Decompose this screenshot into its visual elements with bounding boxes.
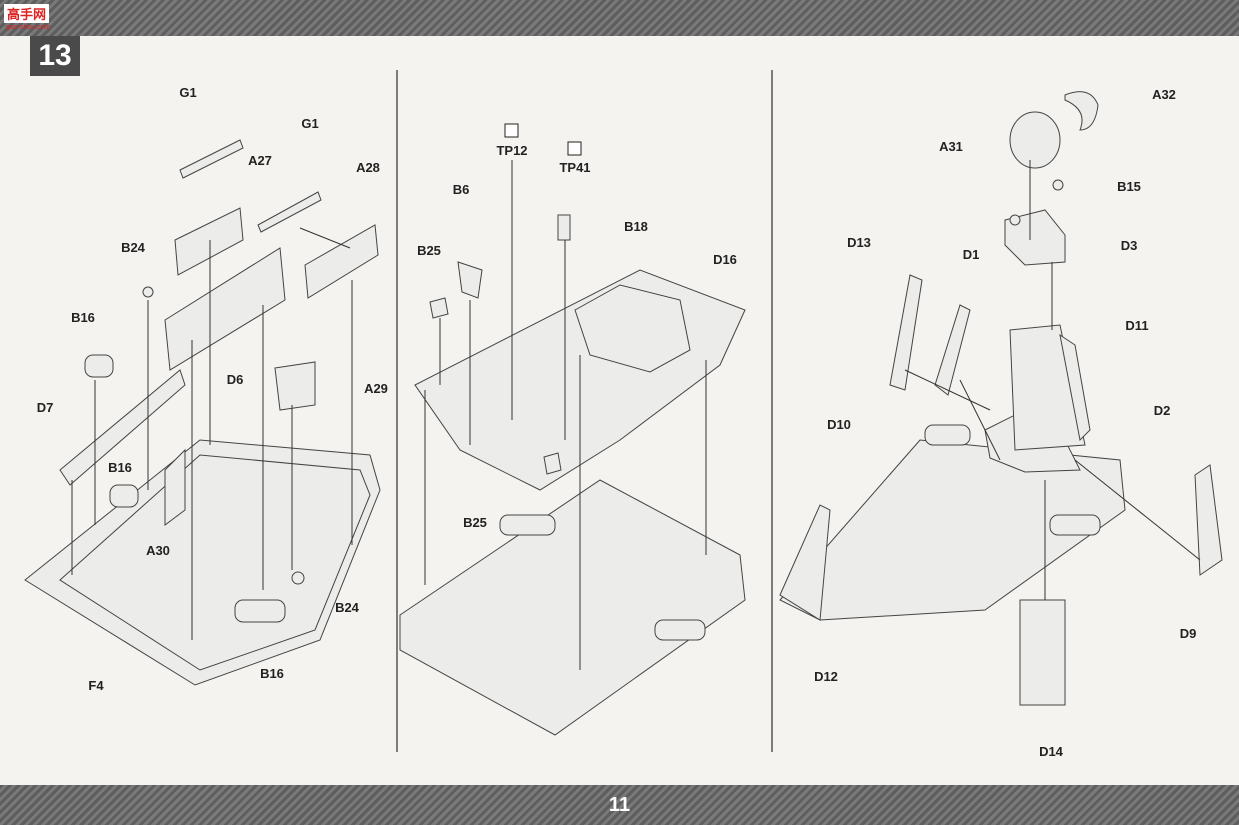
photo-etch-icon-tp41	[567, 141, 582, 156]
part-f4-base	[24, 439, 381, 686]
middle-panel-art	[399, 214, 746, 736]
label-d9: D9	[1180, 626, 1197, 641]
middle-panel-labels: TP12 TP41 B6 B18 B25 D16 B25	[417, 143, 737, 530]
label-d7: D7	[37, 400, 54, 415]
label-d11: D11	[1125, 318, 1148, 333]
right-panel-art	[779, 91, 1223, 706]
label-b18: B18	[624, 219, 648, 234]
part-b16-bottom	[234, 599, 286, 623]
label-a27: A27	[248, 153, 272, 168]
label-d2: D2	[1154, 403, 1171, 418]
part-d13	[889, 274, 923, 391]
label-g1-b: G1	[301, 116, 318, 131]
label-a31: A31	[939, 139, 963, 154]
part-b15-b	[1052, 179, 1064, 191]
label-tp12: TP12	[496, 143, 527, 158]
part-b24-bottom	[291, 571, 305, 585]
part-b24-top	[142, 286, 154, 298]
photo-etch-icons	[504, 123, 582, 156]
panel-dividers	[396, 70, 773, 752]
left-panel-art	[24, 139, 381, 686]
part-b16-mid-b	[654, 619, 706, 641]
part-d16-raised	[574, 284, 691, 373]
label-b16-top: B16	[71, 310, 95, 325]
part-d14	[1019, 599, 1066, 706]
assembly-diagram: G1 G1 A27 A28 B24 B16 D6 A29 D7 B16 A30 …	[24, 70, 1223, 759]
label-f4: F4	[88, 678, 104, 693]
part-b16-mid-a	[499, 514, 556, 536]
part-a28	[304, 224, 379, 299]
label-a30: A30	[146, 543, 170, 558]
label-b16-bottom: B16	[260, 666, 284, 681]
label-b25-mid: B25	[463, 515, 487, 530]
page-number: 11	[608, 794, 631, 816]
label-d12: D12	[814, 669, 838, 684]
label-g1-a: G1	[179, 85, 196, 100]
site-logo: 高手网	[4, 4, 50, 23]
label-b25-top: B25	[417, 243, 441, 258]
label-d10: D10	[827, 417, 851, 432]
part-a29	[274, 361, 316, 411]
label-a32: A32	[1152, 87, 1176, 102]
photo-etch-icon-tp12	[504, 123, 519, 138]
part-g1-b	[257, 191, 322, 233]
part-d7	[59, 369, 186, 486]
part-d3	[1004, 209, 1066, 266]
right-panel-labels: A32 A31 B15 D13 D1 D3 D11 D10 D2 D12 D9 …	[814, 87, 1196, 759]
part-a27	[174, 207, 244, 276]
part-b16-top	[84, 354, 114, 378]
part-hull-lower	[399, 479, 746, 736]
label-d1: D1	[963, 247, 980, 262]
part-d11	[1059, 333, 1091, 442]
part-b18	[557, 214, 571, 241]
part-b25-mid	[543, 452, 562, 475]
label-b15: B15	[1117, 179, 1141, 194]
label-tp41: TP41	[559, 160, 590, 175]
part-g1-a	[179, 139, 244, 179]
part-a30	[164, 448, 186, 526]
part-b15-a	[1009, 214, 1021, 226]
label-b24-bottom: B24	[335, 600, 360, 615]
right-panel-leader-lines	[904, 160, 1201, 600]
part-b16-right-a	[924, 424, 971, 446]
part-d9	[1194, 464, 1223, 576]
left-panel-leader-lines	[71, 227, 353, 640]
left-panel-labels: G1 G1 A27 A28 B24 B16 D6 A29 D7 B16 A30 …	[37, 85, 388, 693]
label-a29: A29	[364, 381, 388, 396]
label-d16: D16	[713, 252, 737, 267]
site-logo-sub: gao-shou.com	[6, 24, 51, 31]
label-d3: D3	[1121, 238, 1138, 253]
label-d13: D13	[847, 235, 871, 250]
label-b16-mid: B16	[108, 460, 132, 475]
label-a28: A28	[356, 160, 380, 175]
step-number: 13	[30, 36, 80, 76]
part-b6	[457, 261, 483, 299]
label-d14: D14	[1039, 744, 1064, 759]
part-a31	[1009, 111, 1061, 169]
label-d6: D6	[227, 372, 244, 387]
part-b16-right-b	[1049, 514, 1101, 536]
part-d10	[934, 304, 971, 396]
bottom-stripe	[0, 785, 1239, 825]
part-d12	[779, 504, 831, 621]
label-b24-top: B24	[121, 240, 146, 255]
part-a32	[1064, 91, 1099, 131]
part-b16-mid	[109, 484, 139, 508]
part-d6	[164, 247, 286, 371]
part-b25-top	[429, 297, 449, 319]
middle-panel-leader-lines	[424, 160, 707, 670]
label-b6: B6	[453, 182, 470, 197]
top-stripe	[0, 0, 1239, 36]
